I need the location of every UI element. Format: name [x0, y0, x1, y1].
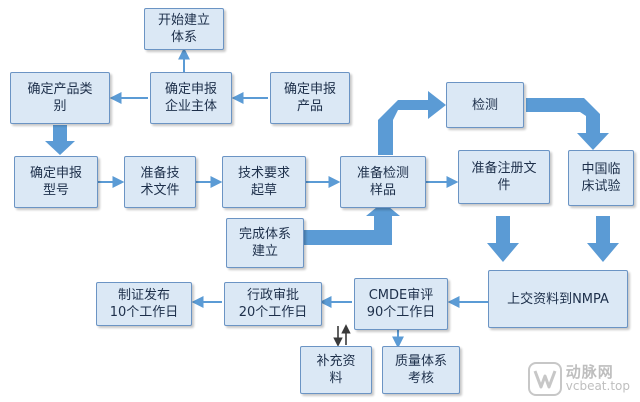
arrow-testing-to-trial — [526, 98, 609, 150]
node-complete-system: 完成体系 建立 — [226, 218, 304, 268]
watermark-cn: 动脉网 — [565, 363, 614, 381]
node-prep-samples-label: 准备检测 样品 — [356, 166, 409, 198]
node-supplement: 补充资 料 — [300, 346, 372, 394]
arrow-category-to-model — [45, 125, 75, 155]
node-prep-reg-docs: 准备注册文 件 — [458, 150, 550, 204]
node-confirm-entity: 确定申报 企业主体 — [150, 72, 232, 124]
arrow-complete-to-samples — [304, 202, 400, 245]
node-china-trial-label: 中国临 床试验 — [581, 162, 621, 194]
node-complete-system-label: 完成体系 建立 — [238, 227, 291, 259]
node-confirm-category: 确定产品类 别 — [10, 72, 110, 124]
node-supplement-label: 补充资 料 — [316, 354, 356, 386]
node-confirm-model: 确定申报 型号 — [14, 156, 98, 208]
node-confirm-product-label: 确定申报 产品 — [283, 82, 336, 114]
node-prep-samples: 准备检测 样品 — [340, 156, 426, 208]
watermark: 动脉网 vcbeat.top — [527, 362, 630, 396]
node-quality-check: 质量体系 考核 — [382, 346, 460, 394]
node-cmde-review: CMDE审评 90个工作日 — [354, 278, 448, 330]
node-issue-cert: 制证发布 10个工作日 — [96, 282, 192, 326]
node-testing: 检测 — [446, 82, 524, 128]
node-draft-tech-req-label: 技术要求 起草 — [237, 166, 290, 198]
node-prep-tech-docs: 准备技 术文件 — [124, 156, 196, 208]
node-submit-nmpa-label: 上交资料到NMPA — [507, 291, 609, 307]
arrow-regdocs-to-nmpa — [487, 216, 519, 262]
vcbeat-logo-icon — [527, 362, 562, 396]
node-submit-nmpa: 上交资料到NMPA — [488, 270, 628, 328]
node-prep-reg-docs-label: 准备注册文 件 — [471, 161, 537, 193]
node-china-trial: 中国临 床试验 — [568, 150, 634, 206]
node-confirm-entity-label: 确定申报 企业主体 — [164, 82, 217, 114]
node-confirm-product: 确定申报 产品 — [270, 72, 350, 124]
watermark-en: vcbeat.top — [565, 379, 630, 393]
arrow-samples-to-testing — [378, 91, 446, 155]
node-quality-check-label: 质量体系 考核 — [394, 354, 447, 386]
node-start-system-label: 开始建立 体系 — [157, 13, 210, 45]
node-cmde-review-label: CMDE审评 90个工作日 — [366, 288, 436, 320]
node-draft-tech-req: 技术要求 起草 — [222, 156, 306, 208]
node-issue-cert-label: 制证发布 10个工作日 — [109, 288, 179, 320]
node-start-system: 开始建立 体系 — [144, 8, 224, 50]
node-admin-approval: 行政审批 20个工作日 — [224, 282, 322, 326]
node-confirm-model-label: 确定申报 型号 — [29, 166, 82, 198]
node-prep-tech-docs-label: 准备技 术文件 — [140, 166, 180, 198]
node-confirm-category-label: 确定产品类 别 — [27, 82, 93, 114]
node-testing-label: 检测 — [471, 97, 498, 113]
arrow-trial-to-nmpa — [587, 216, 619, 262]
node-admin-approval-label: 行政审批 20个工作日 — [238, 288, 308, 320]
